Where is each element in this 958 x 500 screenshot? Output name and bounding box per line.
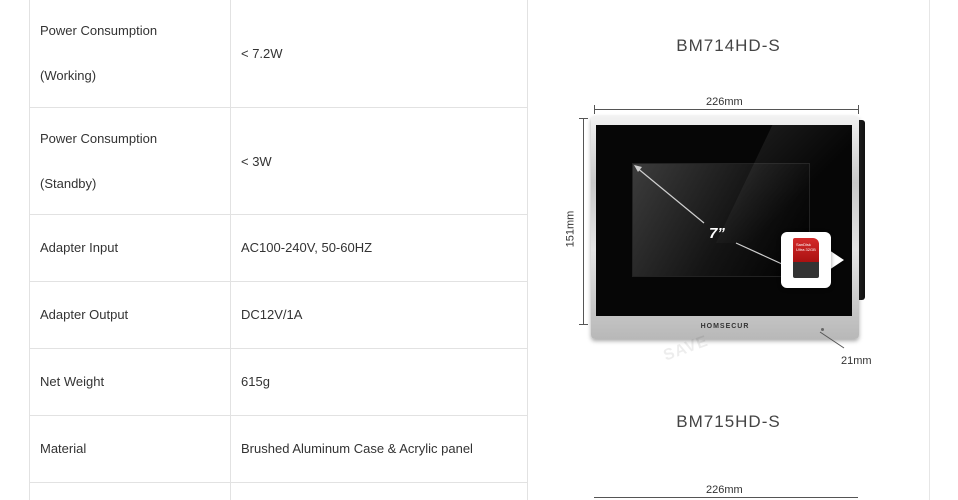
spec-label: Net Weight [29, 347, 231, 416]
spec-value: DC12V/1A [230, 280, 528, 349]
indicator-led [821, 328, 824, 331]
product-panel: BM714HD-S 226mm 151mm 7” HOMSECUR SanDis… [528, 0, 930, 500]
display-screen [632, 163, 810, 277]
dimension-tick [594, 105, 595, 114]
table-row: Material Brushed Aluminum Case & Acrylic… [29, 414, 528, 483]
width-dimension-line-2 [594, 497, 858, 498]
brand-logo: HOMSECUR [700, 323, 750, 330]
width-dimension-line [594, 109, 858, 110]
dimension-tick [858, 105, 859, 114]
model-title-1: BM714HD-S [676, 36, 781, 55]
sd-card-callout: SanDisk Ultra 32GB [781, 232, 831, 288]
sd-card-label: SanDisk Ultra 32GB [796, 242, 816, 252]
monitor-device-image: 7” HOMSECUR [591, 116, 859, 339]
width-dimension-label-2: 226mm [706, 484, 743, 496]
spec-label [29, 481, 231, 500]
table-row: Adapter Output DC12V/1A [29, 280, 528, 349]
sd-card-icon: SanDisk Ultra 32GB [793, 238, 819, 278]
device-side-edge [855, 120, 865, 300]
screen-size-label: 7” [709, 225, 725, 242]
table-row: Net Weight 615g [29, 347, 528, 416]
spec-value: 615g [230, 347, 528, 416]
height-dimension-label: 151mm [564, 210, 577, 248]
spec-value [230, 481, 528, 500]
model-title-2: BM715HD-S [676, 412, 781, 431]
spec-value: Brushed Aluminum Case & Acrylic panel [230, 414, 528, 483]
table-row: Power Consumption(Working) < 7.2W [29, 0, 528, 108]
spec-label: Power Consumption(Working) [29, 0, 231, 108]
dimension-tick [579, 324, 588, 325]
height-dimension-line [583, 118, 584, 324]
spec-value: < 7.2W [230, 0, 528, 108]
spec-value: < 3W [230, 106, 528, 215]
depth-dimension-line [819, 331, 845, 349]
spec-label: Material [29, 414, 231, 483]
spec-label: Power Consumption(Standby) [29, 106, 231, 215]
spec-label: Adapter Input [29, 213, 231, 282]
spec-table: Power Consumption(Working) < 7.2W Power … [29, 0, 528, 500]
table-row: Power Consumption(Standby) < 3W [29, 106, 528, 215]
dimension-tick [579, 118, 588, 119]
width-dimension-label: 226mm [706, 96, 743, 108]
spec-value: AC100-240V, 50-60HZ [230, 213, 528, 282]
table-row [29, 481, 528, 500]
depth-dimension-label: 21mm [841, 355, 872, 367]
spec-label: Adapter Output [29, 280, 231, 349]
table-row: Adapter Input AC100-240V, 50-60HZ [29, 213, 528, 282]
